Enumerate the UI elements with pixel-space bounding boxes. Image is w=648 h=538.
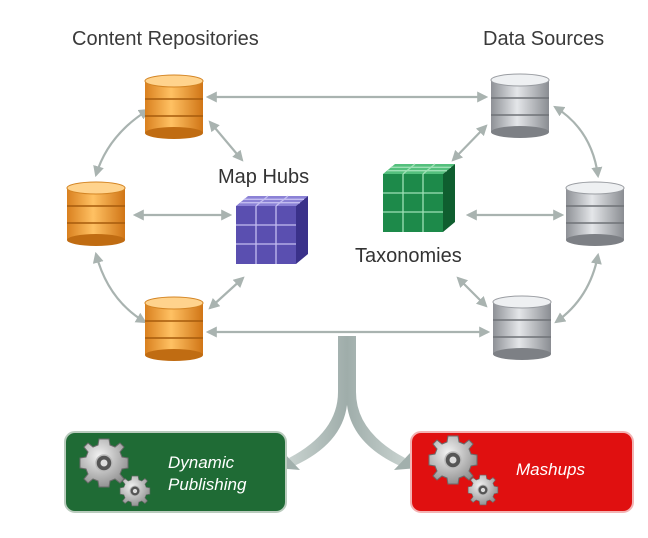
data-source-database-icon xyxy=(492,295,552,361)
dynamic-publishing-box: Dynamic Publishing xyxy=(64,431,287,513)
dynamic-publishing-label-line1: Dynamic xyxy=(168,453,235,472)
gear-icon xyxy=(467,474,499,506)
output-flow-arrows xyxy=(276,336,418,470)
map-hubs-label: Map Hubs xyxy=(218,166,310,188)
content-repositories-heading: Content Repositories xyxy=(72,28,259,50)
gear-icon xyxy=(119,475,151,507)
taxonomies-cube-icon xyxy=(383,163,455,232)
dynamic-publishing-label-line2: Publishing xyxy=(168,475,247,494)
data-source-database-icon xyxy=(565,181,625,247)
connector-arrows xyxy=(92,91,603,338)
mashups-label: Mashups xyxy=(516,460,585,479)
map-hubs-cube-icon xyxy=(236,195,308,264)
repository-database-icon xyxy=(144,296,204,362)
mashups-box: Mashups xyxy=(410,431,634,513)
taxonomies-label: Taxonomies xyxy=(355,245,462,267)
gear-icon xyxy=(79,438,129,488)
data-sources-heading: Data Sources xyxy=(483,28,605,50)
data-source-database-icon xyxy=(490,73,550,139)
repository-database-icon xyxy=(144,74,204,140)
gear-icon xyxy=(428,435,478,485)
repository-database-icon xyxy=(66,181,126,247)
